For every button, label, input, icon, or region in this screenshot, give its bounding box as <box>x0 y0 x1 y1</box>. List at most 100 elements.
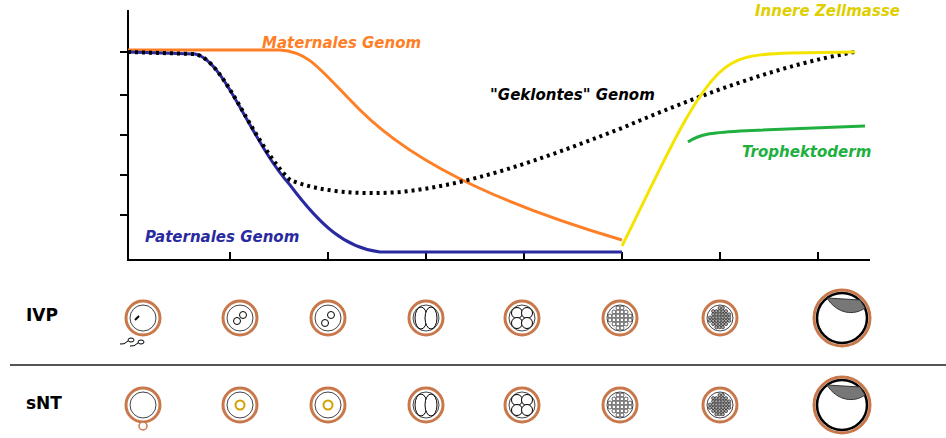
zona <box>223 388 257 422</box>
pronucleus <box>234 318 241 325</box>
embryo-icons <box>120 290 870 433</box>
zona <box>814 377 870 433</box>
morula-cell <box>721 397 724 400</box>
morula-cell <box>608 314 612 318</box>
morula-cell <box>616 409 620 413</box>
oocyte <box>227 392 253 418</box>
morula-cell <box>724 310 727 313</box>
morula-cell <box>721 393 724 396</box>
morula-cell <box>724 322 727 325</box>
morula-cell <box>616 322 620 326</box>
zona <box>603 301 637 335</box>
morula-cell <box>620 306 624 310</box>
sperm-tail <box>120 341 128 344</box>
blastomere <box>425 307 437 329</box>
morula-cell <box>721 310 724 313</box>
morula-cell <box>724 403 727 406</box>
morula-cell <box>616 401 620 405</box>
morula-cell <box>708 406 711 409</box>
morula-cell <box>620 326 624 330</box>
morula-cell <box>715 326 718 329</box>
morula-cell <box>721 406 724 409</box>
morula-cell <box>620 401 624 405</box>
morula-cell <box>715 313 718 316</box>
morula-cell <box>708 316 711 319</box>
oocyte <box>130 392 156 418</box>
morula-cell <box>721 322 724 325</box>
blastomere <box>522 395 533 406</box>
morula-cell <box>616 326 620 330</box>
morula-cell <box>718 326 721 329</box>
blastocyst <box>817 293 867 343</box>
morula-cell <box>718 306 721 309</box>
morula-cell <box>721 400 724 403</box>
morula-cell <box>608 405 612 409</box>
morula-cell <box>612 310 616 314</box>
curve-label: Paternales Genom <box>145 228 299 246</box>
morula-cell <box>712 406 715 409</box>
oocyte <box>130 305 156 331</box>
embryo-part <box>135 316 139 320</box>
morula-cell <box>616 310 620 314</box>
morula-cell <box>628 405 632 409</box>
row-label: IVP <box>26 306 58 324</box>
morula-cell <box>612 318 616 322</box>
morula-cell <box>718 406 721 409</box>
donor-cell <box>139 422 147 430</box>
nucleus <box>236 401 245 410</box>
morula-cell <box>721 409 724 412</box>
morula-cell <box>624 322 628 326</box>
morula-cell <box>715 409 718 412</box>
morula-cell <box>712 400 715 403</box>
row-separator <box>10 364 946 366</box>
zona <box>703 388 737 422</box>
morula-cell <box>718 413 721 416</box>
morula-cell <box>624 405 628 409</box>
zona <box>505 301 539 335</box>
morula-cell <box>628 314 632 318</box>
morula-cell <box>616 306 620 310</box>
oocyte <box>509 305 535 331</box>
maternal-curve <box>128 50 622 240</box>
zona <box>311 301 345 335</box>
morula-cell <box>612 314 616 318</box>
morula-cell <box>728 400 731 403</box>
morula-cell <box>612 409 616 413</box>
morula-cell <box>718 397 721 400</box>
morula-cell <box>620 314 624 318</box>
morula-cell <box>708 319 711 322</box>
morula-cell <box>620 310 624 314</box>
morula-cell <box>728 313 731 316</box>
morula-cell <box>616 405 620 409</box>
morula-cell <box>724 397 727 400</box>
morula-cell <box>715 413 718 416</box>
morula-cell <box>715 319 718 322</box>
zona <box>126 388 160 422</box>
morula-cell <box>718 310 721 313</box>
morula-cell <box>616 314 620 318</box>
morula-cell <box>616 413 620 417</box>
morula-cell <box>721 326 724 329</box>
morula-cell <box>724 319 727 322</box>
oocyte <box>315 392 341 418</box>
curve-label: Innere Zellmasse <box>755 2 900 20</box>
morula-cell <box>712 319 715 322</box>
morula-cell <box>712 313 715 316</box>
cloned-curve <box>128 52 855 193</box>
blastomere <box>425 394 437 416</box>
nucleus <box>324 401 333 410</box>
morula-cell <box>612 322 616 326</box>
morula-cell <box>715 316 718 319</box>
curve-label: Trophektoderm <box>742 143 871 161</box>
blastomere <box>512 318 523 329</box>
morula-cell <box>712 397 715 400</box>
oocyte <box>509 392 535 418</box>
morula-cell <box>624 310 628 314</box>
morula-cell <box>712 310 715 313</box>
morula-cell <box>628 318 632 322</box>
morula-cell <box>712 322 715 325</box>
paternal-curve <box>128 52 622 252</box>
morula-cell <box>724 406 727 409</box>
morula-cell <box>724 409 727 412</box>
morula-cell <box>715 397 718 400</box>
